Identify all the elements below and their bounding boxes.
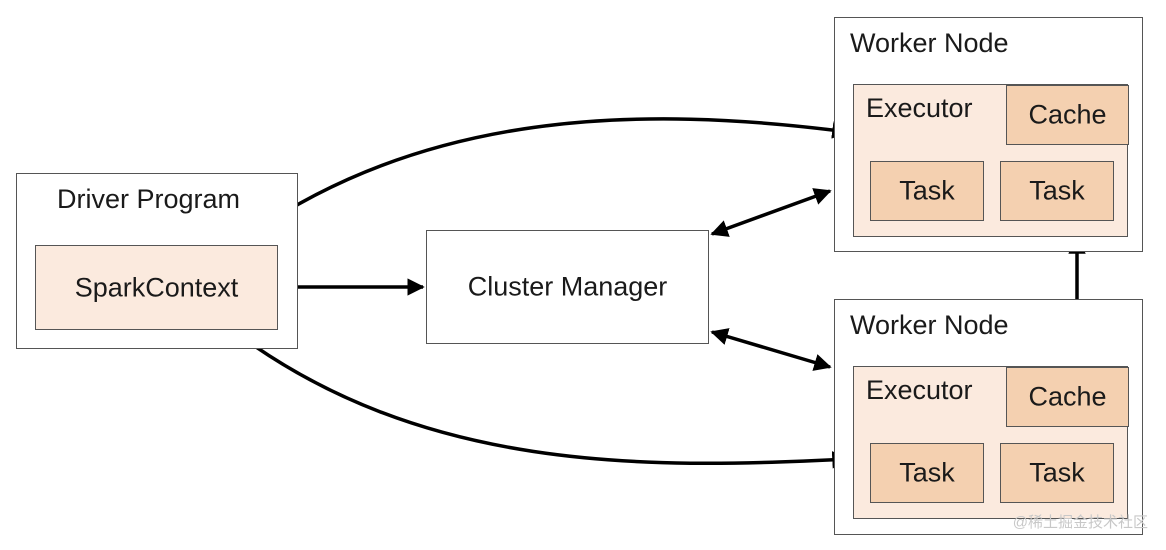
executor-2-label: Executor <box>866 375 973 405</box>
cache-1-box: Cache <box>1006 85 1129 145</box>
arrow-cluster-manager-worker-2 <box>710 328 832 371</box>
task-2a-label: Task <box>899 457 955 488</box>
arrow-driver-executor-2 <box>233 330 850 469</box>
cache-2-label: Cache <box>1028 381 1107 412</box>
watermark: @稀土掘金技术社区 <box>1012 514 1148 531</box>
spark-context-label: SparkContext <box>74 272 239 302</box>
task-2b-box: Task <box>1000 443 1114 503</box>
task-1a-box: Task <box>870 161 984 221</box>
worker-node-2: Worker Node Executor Cache Task Task <box>834 299 1143 535</box>
arrow-cluster-manager-worker-1 <box>710 188 832 237</box>
spark-context-box: SparkContext <box>35 245 278 330</box>
driver-program-box: Driver Program SparkContext <box>16 173 298 349</box>
arrow-driver-executor-1 <box>236 117 850 245</box>
cluster-manager-label: Cluster Manager <box>467 271 668 302</box>
executor-1-box: Executor Cache Task Task <box>853 84 1129 237</box>
executor-2-box: Executor Cache Task Task <box>853 366 1129 519</box>
task-1a-label: Task <box>899 175 955 206</box>
task-2b-label: Task <box>1029 457 1085 488</box>
cluster-manager-box: Cluster Manager <box>426 230 709 344</box>
task-1b-box: Task <box>1000 161 1114 221</box>
driver-program-title: Driver Program <box>57 184 241 214</box>
task-2a-box: Task <box>870 443 984 503</box>
cache-1-label: Cache <box>1028 99 1107 130</box>
task-1b-label: Task <box>1029 175 1085 206</box>
cache-2-box: Cache <box>1006 367 1129 427</box>
worker-node-2-title: Worker Node <box>850 310 1009 340</box>
worker-node-1: Worker Node Executor Cache Task Task <box>834 17 1143 252</box>
worker-node-1-title: Worker Node <box>850 28 1009 58</box>
executor-1-label: Executor <box>866 93 973 123</box>
